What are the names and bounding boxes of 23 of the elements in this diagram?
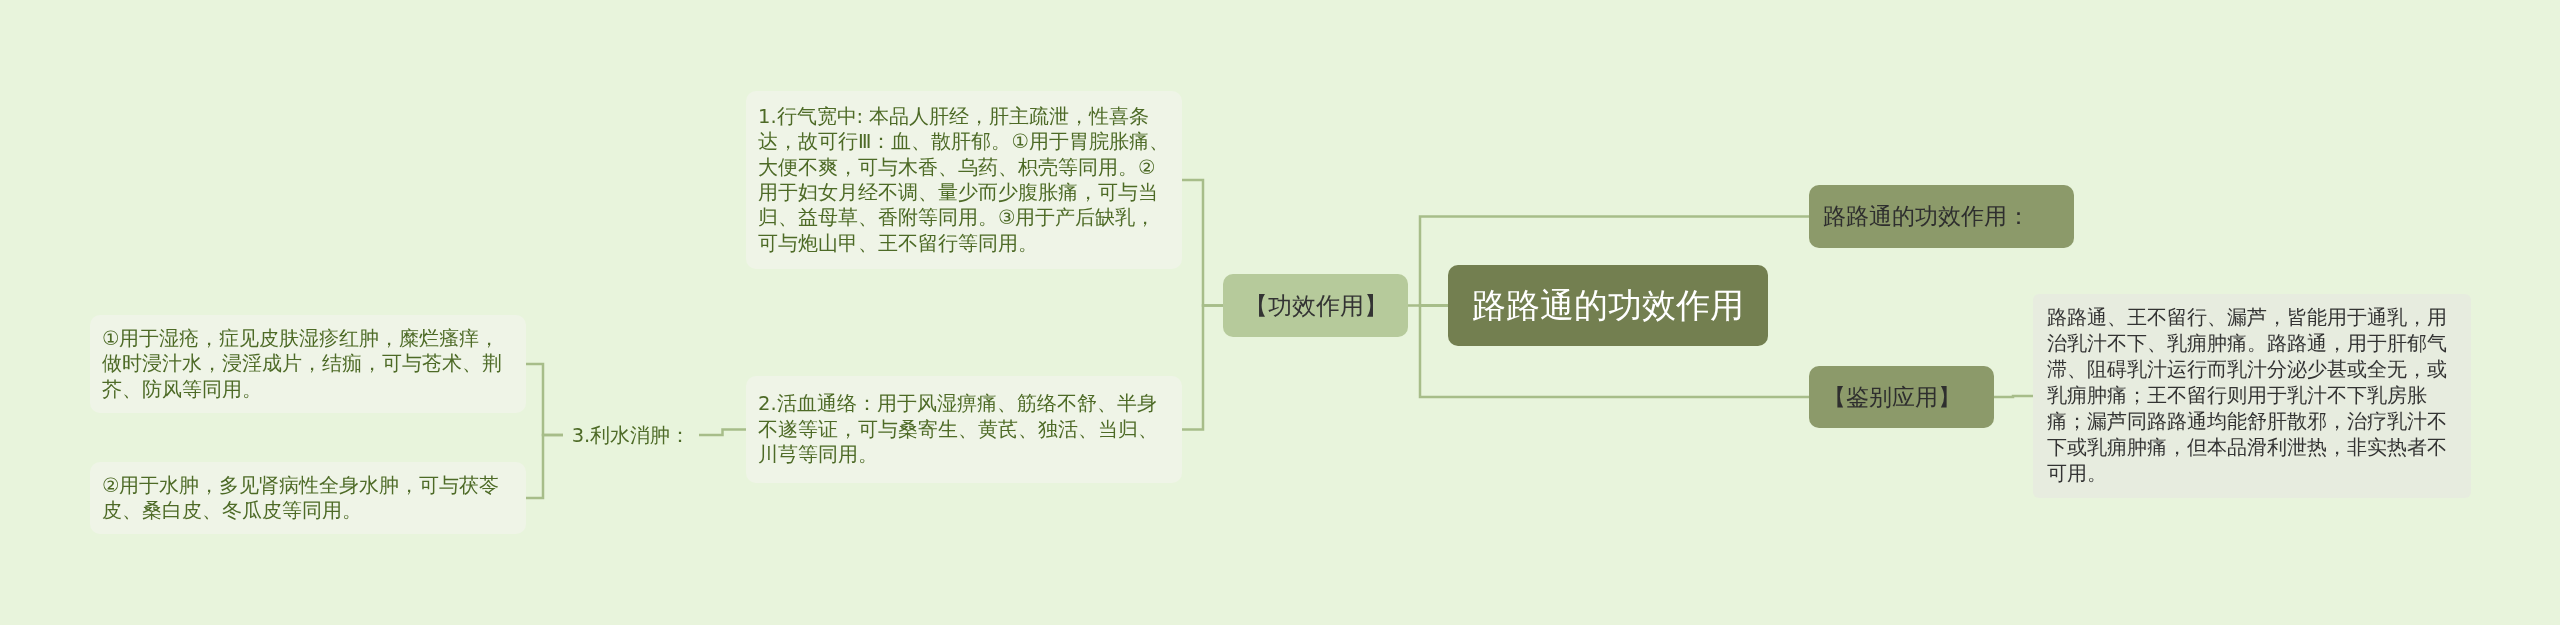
connector-line: [699, 428, 746, 437]
connector-line: [1182, 304, 1223, 431]
note-box: [90, 315, 526, 413]
note-box: [2033, 294, 2471, 498]
note-box: [746, 91, 1182, 269]
node-text: 路路通、王不留行、漏芦，皆能用于通乳，用治乳汁不下、乳痈肿痛。路路通，用于肝郁气滞、阻碍乳汁运行而乳汁分泌少甚或全无，或乳痈肿痛；王不留行则用于乳汁不下乳房胀痛；漏芦同路路通均能舒肝散邪，治疗乳汁不下或乳痈肿痛，但本品滑利泄热，非实热者不可用。: [2047, 305, 2448, 487]
node-text: 路路通的功效作用: [1471, 283, 1745, 327]
note-box: [746, 376, 1182, 483]
node-text: 【功效作用】: [1242, 290, 1389, 322]
central-topic: [1448, 265, 1768, 346]
connector-line: [1994, 394, 2033, 399]
node-text: 2.活血通络：用于风湿痹痛、筋络不舒、半身不遂等证，可与桑寄生、黄芪、独活、当归、川芎等同用。: [758, 391, 1159, 468]
topic-box: [1223, 274, 1408, 337]
node-text: 【鉴别应用】: [1823, 382, 1962, 412]
node-text: ②用于水肿，多见肾病性全身水肿，可与茯苓皮、桑白皮、冬瓜皮等同用。: [102, 472, 501, 524]
node-text: 路路通的功效作用：: [1823, 202, 2031, 231]
note-box: [90, 462, 526, 534]
topic-box: [1809, 185, 2074, 248]
subtopic-text: 3.利水消肿：: [571, 422, 691, 449]
connector-line: [526, 433, 563, 500]
node-text: ①用于湿疮，症见皮肤湿疹红肿，糜烂瘙痒，做时浸汁水，浸淫成片，结痂，可与苍术、荆芥、防风等同用。: [102, 326, 503, 402]
topic-box: [1809, 366, 1994, 428]
node-text: 1.行气宽中: 本品人肝经，肝主疏泄，性喜条达，故可行Ⅲ：血、散肝郁。①用于胃脘胀痛、大便不爽，可与木香、乌药、枳壳等同用。②用于妇女月经不调、量少而少腹胀痛，可与当归、益母草、香附等同用。③用于产后缺乳，可与炮山甲、王不留行等同用。: [758, 103, 1170, 257]
